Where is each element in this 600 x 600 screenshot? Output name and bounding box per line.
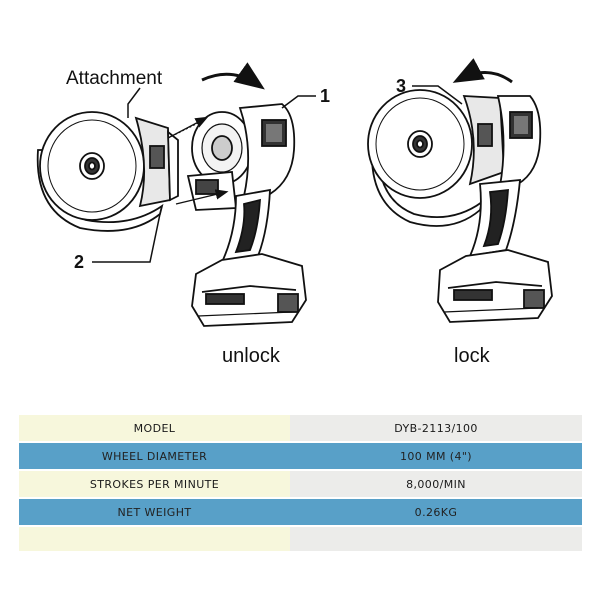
attachment-illustration [36,111,179,232]
spec-row-empty [19,525,582,551]
spec-value: DYB-2113/100 [290,415,582,442]
unlock-rotation-arrow [201,62,265,90]
unlock-label: unlock [222,345,281,367]
spec-row-model: MODEL DYB-2113/100 [19,415,582,442]
lock-label: lock [454,345,491,367]
spec-value: 0.26KG [290,497,582,526]
spec-label: STROKES PER MINUTE [19,469,290,498]
spec-row-strokes-per-minute: STROKES PER MINUTE 8,000/MIN [19,469,582,498]
spec-table: MODEL DYB-2113/100 WHEEL DIAMETER 100 MM… [19,415,582,551]
spec-label: NET WEIGHT [19,497,290,526]
callout-2: 2 [74,252,84,272]
lock-rotation-arrow [452,58,513,84]
assembly-diagram: Attachment 1 2 3 unlock lock [36,58,553,367]
tool-body-unlock [186,103,307,327]
callout-lines [92,85,463,263]
spec-value: 8,000/MIN [290,469,582,498]
spec-row-wheel-diameter: WHEEL DIAMETER 100 MM (4") [19,441,582,470]
attachment-label: Attachment [66,68,163,89]
callout-1: 1 [320,86,330,106]
tool-body-lock [367,89,553,323]
spec-value: 100 MM (4") [290,441,582,470]
spec-row-net-weight: NET WEIGHT 0.26KG [19,497,582,526]
spec-label: MODEL [19,415,290,442]
insertion-guides [167,116,229,205]
spec-label-empty [19,525,290,551]
callout-3: 3 [396,76,406,96]
spec-label: WHEEL DIAMETER [19,441,290,470]
spec-value-empty [290,525,582,551]
